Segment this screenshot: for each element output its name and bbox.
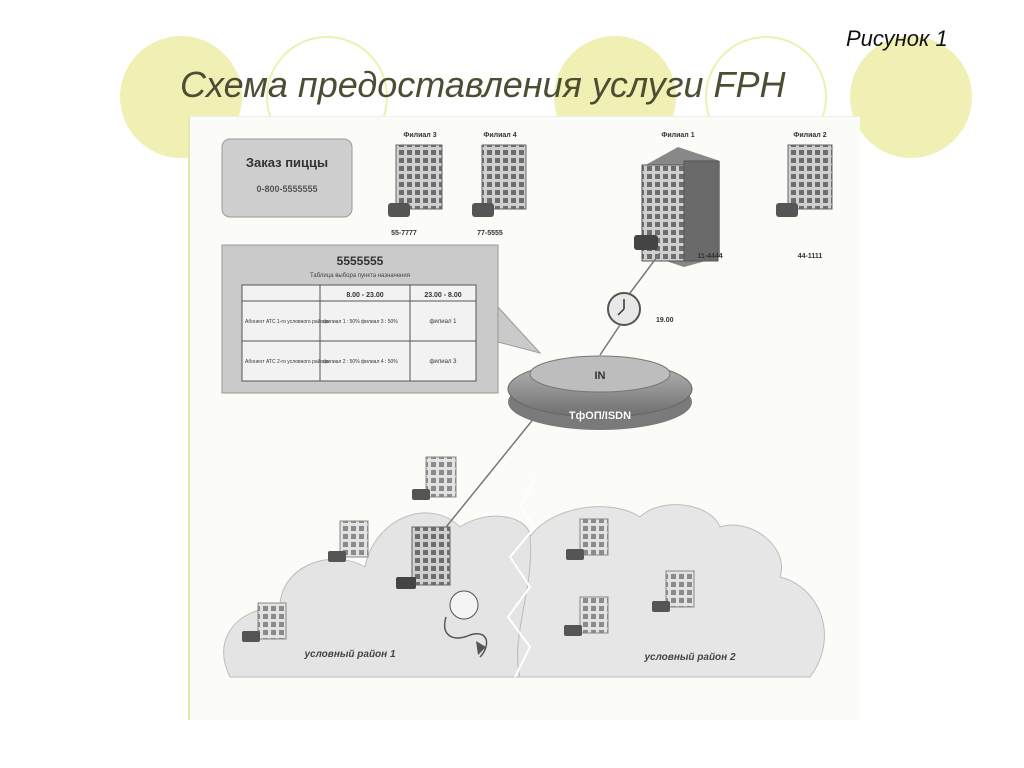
diagram-area: Заказ пиццы 0-800-5555555 Филиал 3 55-77… [188,116,860,720]
network-label: ТфОП/ISDN [569,410,631,422]
building-name: Филиал 3 [403,132,436,139]
phone-icon [388,203,410,217]
connection-line [629,252,661,294]
region-label: условный район 1 [303,649,396,660]
region-label: условный район 2 [643,652,736,663]
phone-icon [412,489,430,500]
row-label: Абонент АТС 1-го условного района [245,318,329,325]
building-icon [339,520,369,558]
building-name: Филиал 4 [483,132,516,139]
panel-pointer [497,305,542,354]
building-icon [579,518,609,556]
row-day-value: филиал 1 : 50% филиал 3 : 50% [323,319,398,325]
building-number: 55-7777 [391,230,417,237]
building-number: 11-4444 [697,253,722,260]
phone-icon [564,625,582,636]
routing-panel-subtitle: Таблица выбора пункта назначения [310,273,410,279]
row-night-value: филиал 1 [430,319,458,325]
phone-icon [566,549,584,560]
building-branch-1: Филиал 1 11-4444 [634,132,723,267]
building-branch-2: Филиал 2 44-1111 [776,132,833,260]
building-icon [411,526,451,586]
building-name: Филиал 1 [661,132,694,139]
row-night-value: филиал 3 [430,359,458,365]
fph-diagram: Заказ пиццы 0-800-5555555 Филиал 3 55-77… [221,132,833,678]
in-label: IN [595,370,606,382]
building-icon [665,570,695,608]
order-box-phone: 0-800-5555555 [256,184,317,194]
building-icon [425,456,457,498]
order-box [221,138,353,218]
phone-icon [328,551,346,562]
building-icon [579,596,609,634]
phone-icon [396,577,416,589]
building-name: Филиал 2 [793,132,826,139]
routing-table: 8.00 - 23.00 23.00 - 8.00 Абонент АТС 1-… [241,284,477,382]
building-number: 44-1111 [798,253,823,260]
person-icon [443,590,488,658]
phone-icon [652,601,670,612]
phone-icon [242,631,260,642]
building-branch-4: Филиал 4 77-5555 [472,132,527,237]
routing-panel-title: 5555555 [337,254,384,268]
slide-title: Схема предоставления услуги FPH [180,64,786,105]
column-header: 8.00 - 23.00 [346,292,383,299]
row-label: Абонент АТС 2-го условного района [245,358,329,365]
figure-label: Рисунок 1 [846,26,948,51]
connection-line [437,416,536,538]
building-number: 77-5555 [477,230,503,237]
connection-line [599,324,621,356]
decor-circle-3 [850,36,972,158]
row-day-value: филиал 2 : 50% филиал 4 : 50% [323,359,398,365]
building-branch-3: Филиал 3 55-7777 [388,132,443,237]
building-icon [257,602,287,640]
order-box-title: Заказ пиццы [246,155,328,170]
region-divider [506,476,537,678]
clock-label: 19.00 [656,317,674,324]
network-disc [507,355,693,430]
phone-icon [776,203,798,217]
column-header: 23.00 - 8.00 [424,292,461,299]
clock-icon [607,292,641,326]
phone-icon [472,203,494,217]
phone-icon [634,235,658,250]
